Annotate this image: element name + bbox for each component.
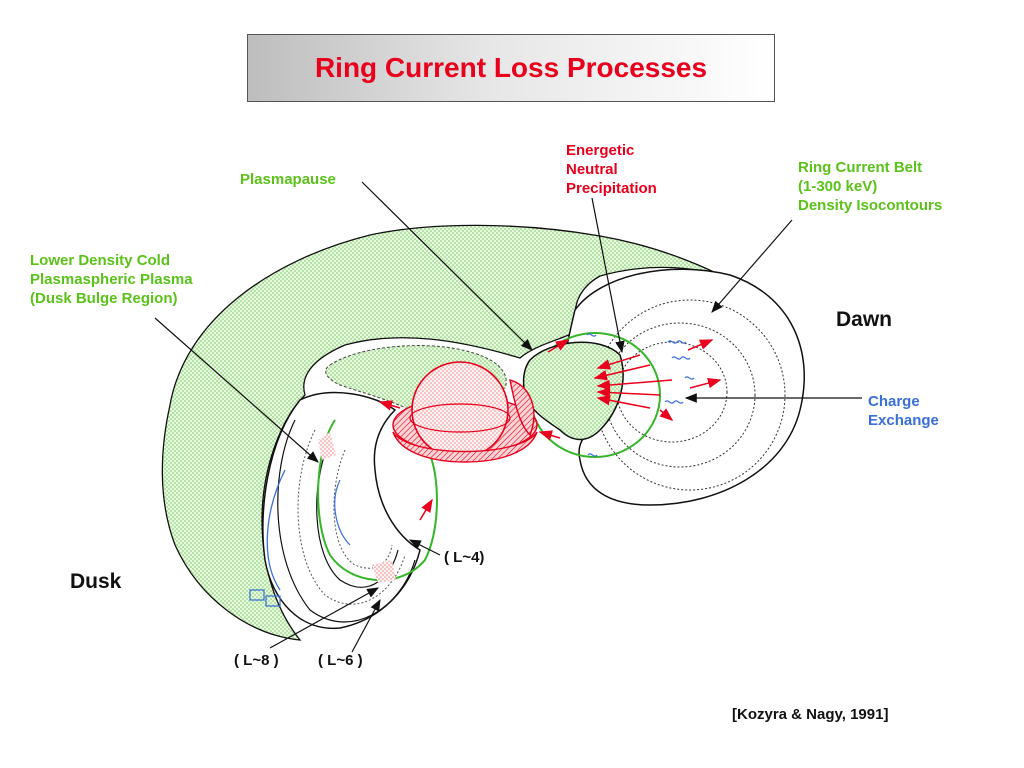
- dusk-contour: [297, 429, 406, 605]
- label-energetic-line: Energetic: [566, 142, 635, 159]
- dusk-blue-path: [334, 479, 351, 546]
- label-ring-current-line: (1-300 keV): [798, 178, 878, 195]
- label-ring-current-belt: Ring Current Belt (1-300 keV) Density Is…: [798, 158, 942, 215]
- dusk-blue-path: [266, 469, 286, 591]
- label-lower-density-line: Lower Density Cold: [30, 252, 171, 269]
- label-l8: ( L~8 ): [234, 652, 279, 669]
- label-l4: ( L~4): [444, 549, 485, 566]
- ring-current-band-front: [392, 431, 538, 463]
- label-energetic-line: Precipitation: [566, 180, 657, 197]
- energetic-neutral-arrows: [378, 339, 722, 521]
- label-lower-density: Lower Density Cold Plasmaspheric Plasma …: [30, 251, 193, 308]
- label-dusk: Dusk: [70, 570, 122, 593]
- dusk-contour: [277, 419, 416, 623]
- label-lower-density-line: (Dusk Bulge Region): [30, 290, 178, 307]
- blue-cube-icon: [249, 589, 265, 601]
- title-box: Ring Current Loss Processes: [247, 34, 775, 102]
- ring-current-band-right: [509, 379, 535, 437]
- label-charge-exchange-line: Exchange: [868, 412, 939, 429]
- citation: [Kozyra & Nagy, 1991]: [732, 706, 889, 723]
- slide-title: Ring Current Loss Processes: [314, 52, 708, 83]
- label-ring-current-line: Density Isocontours: [798, 197, 943, 214]
- earth-equator: [409, 403, 511, 433]
- label-charge-exchange-line: Charge: [868, 393, 920, 410]
- blue-cube-icon: [265, 595, 281, 607]
- dusk-red-patch: [372, 560, 396, 583]
- label-energetic-line: Neutral: [566, 161, 618, 178]
- dusk-plasmapause: [317, 419, 438, 581]
- dawn-blue-squiggles: [586, 333, 695, 457]
- earth-sphere: [411, 361, 509, 459]
- dusk-red-patch: [318, 432, 336, 460]
- label-l6: ( L~6 ): [318, 652, 363, 669]
- dawn-contour: [604, 322, 756, 468]
- label-energetic-neutral: Energetic Neutral Precipitation: [566, 141, 657, 198]
- label-lower-density-line: Plasmaspheric Plasma: [30, 271, 193, 288]
- label-ring-current-line: Ring Current Belt: [798, 159, 923, 176]
- label-plasmapause: Plasmapause: [240, 171, 336, 188]
- label-dawn: Dawn: [836, 308, 893, 331]
- leader-lines: [154, 181, 862, 653]
- label-charge-exchange: Charge Exchange: [868, 392, 939, 430]
